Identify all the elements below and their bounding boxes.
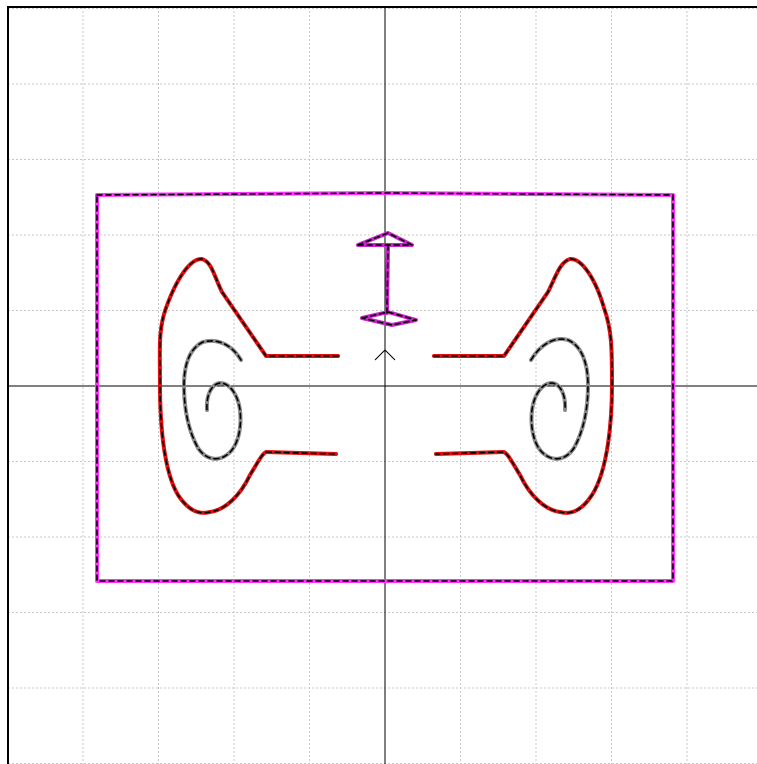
outer-rectangle[interactable] [95,191,675,583]
right-ear-outline[interactable] [432,257,614,515]
left-ear-spiral[interactable] [182,339,243,461]
nose-marker[interactable] [356,231,418,327]
grid [7,7,757,764]
canvas-border [7,6,757,764]
right-ear-spiral[interactable] [529,337,590,461]
left-ear-outline[interactable] [157,257,340,515]
caret-up-icon [374,349,396,361]
